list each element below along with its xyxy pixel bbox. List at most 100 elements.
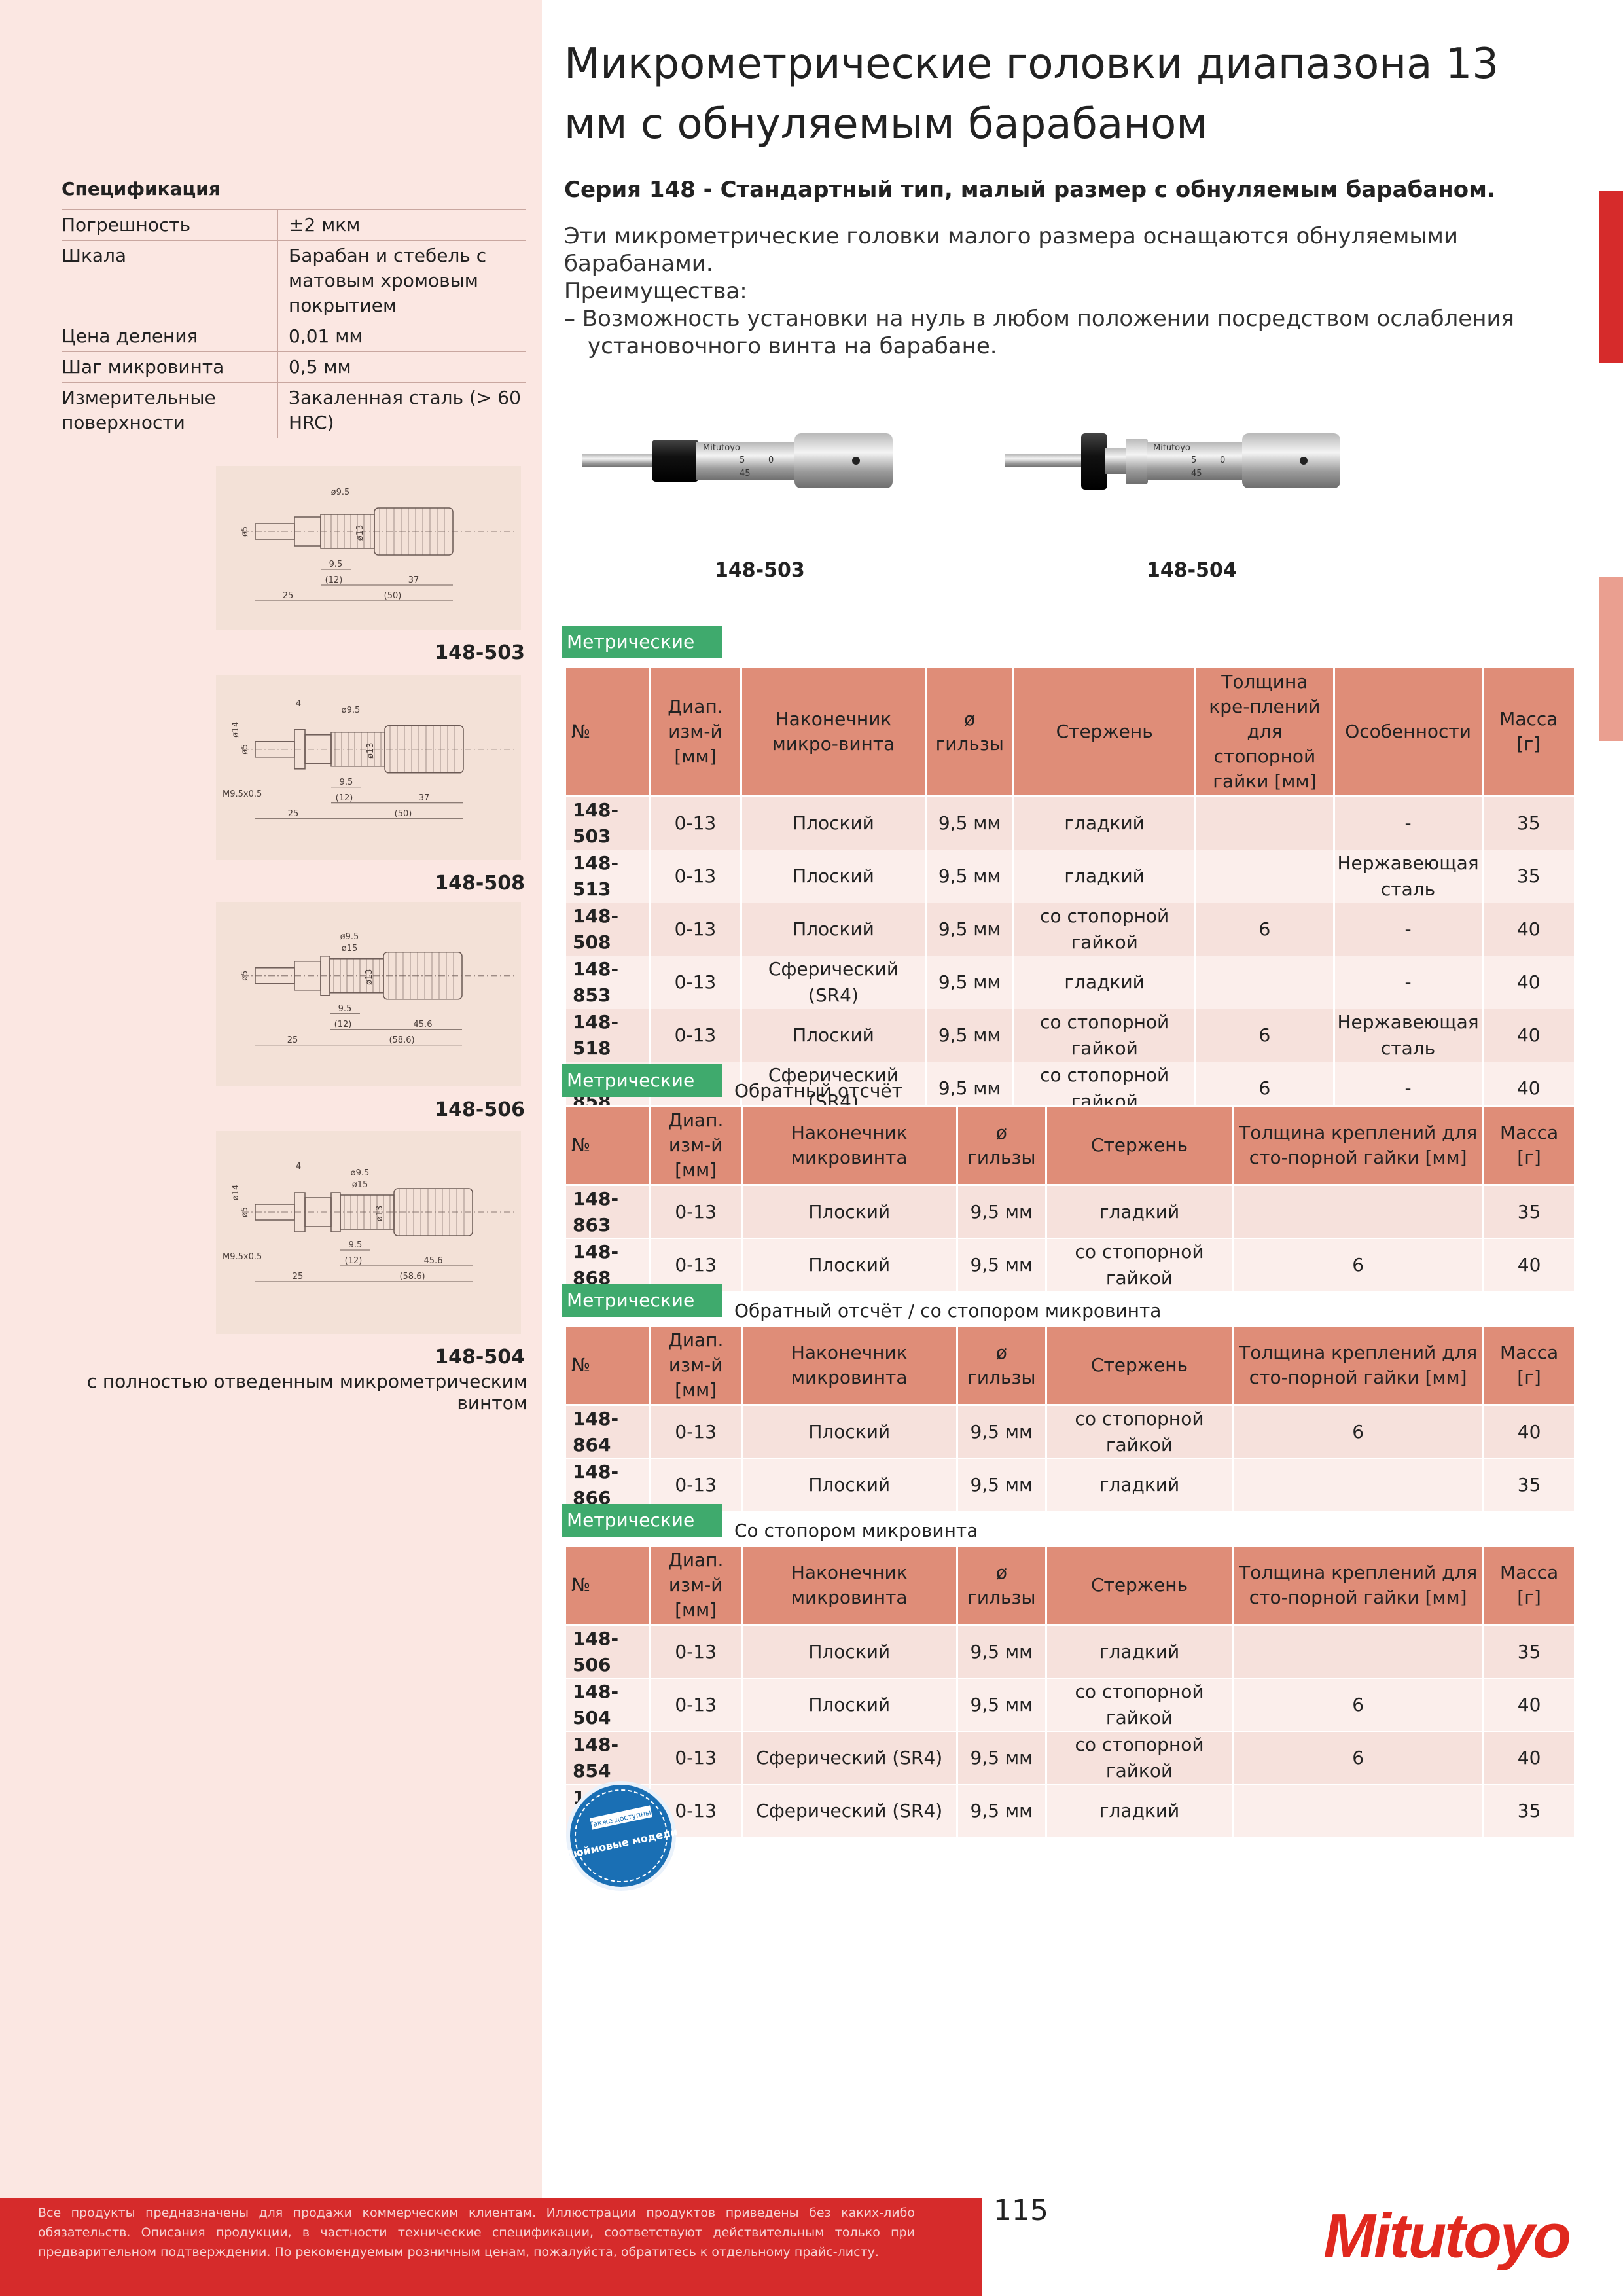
product-code: 148-503: [563, 796, 651, 850]
table-cell: гладкий: [1044, 1624, 1234, 1679]
table-cell: 40: [1482, 1238, 1576, 1292]
table-cell: гладкий: [1044, 1458, 1234, 1512]
dimension-label: M9.5x0.5: [223, 1252, 262, 1262]
table-cell: Нержавеющая сталь: [1332, 1009, 1484, 1062]
photo-scale: 0: [768, 456, 774, 465]
dimension-label: ø13: [355, 525, 365, 541]
table-subtitle: Обратный отсчёт: [734, 1080, 902, 1102]
table-cell: 9,5 мм: [925, 850, 1015, 903]
table-cell: 0-13: [649, 1731, 743, 1785]
dimension-label: ø13: [366, 743, 376, 759]
dimension-label: ø13: [375, 1206, 385, 1222]
dimension-label: 4: [296, 699, 301, 709]
table-cell: 9,5 мм: [955, 1405, 1047, 1459]
dimension-label: ø14: [231, 722, 241, 738]
dimension-label: ø15: [342, 944, 358, 954]
table-cell: 0-13: [649, 1405, 743, 1459]
spec-title: Спецификация: [62, 178, 221, 200]
table-subtitle: Со стопором микровинта: [734, 1520, 978, 1541]
dimension-label: 9.5: [340, 778, 353, 787]
table-cell: 9,5 мм: [955, 1784, 1047, 1838]
column-header: Стержень: [1044, 1105, 1234, 1186]
photo-scale: 45: [740, 469, 751, 478]
dimension-label: 37: [419, 793, 430, 803]
table-cell: 9,5 мм: [925, 903, 1015, 956]
product-code: 148-866: [564, 1458, 651, 1512]
table-cell: со стопорной гайкой: [1012, 1009, 1197, 1062]
table-cell: 6: [1232, 1731, 1485, 1785]
dimension-label: ø9.5: [331, 488, 350, 497]
table-cell: Плоский: [740, 1185, 958, 1239]
table-cell: со стопорной гайкой: [1044, 1731, 1234, 1785]
table-cell: 6: [1194, 1009, 1335, 1062]
photo-brand: Mitutoyo: [1153, 443, 1190, 453]
product-code: 148-864: [564, 1405, 651, 1459]
product-photo-148-503: Mitutoyo 5 45 0: [579, 414, 906, 512]
column-header: ø гильзы: [955, 1105, 1047, 1186]
dimension-label: 9.5: [349, 1240, 363, 1250]
photo-scale: 5: [1191, 456, 1196, 465]
spec-value: ±2 мкм: [277, 209, 526, 241]
photo-scale: 5: [740, 456, 745, 465]
product-code: 148-508: [563, 903, 651, 956]
table-cell: -: [1332, 903, 1484, 956]
column-header: Масса [г]: [1481, 666, 1577, 797]
table-cell: со стопорной гайкой: [1012, 903, 1197, 956]
dimension-label: (58.6): [389, 1035, 414, 1045]
table-cell: 40: [1482, 1731, 1576, 1785]
table-cell: 9,5 мм: [925, 956, 1015, 1009]
column-header: Масса [г]: [1482, 1105, 1576, 1186]
section-tab-active: [1599, 191, 1623, 363]
dimension-label: 9.5: [338, 1004, 352, 1014]
spec-row: Погрешность±2 мкм: [62, 209, 526, 241]
table-cell: [1232, 1624, 1485, 1679]
table-cell: Плоский: [740, 1238, 958, 1292]
brand-logo: Mitutoyo: [1323, 2201, 1571, 2271]
column-header: Толщина креплений для сто-порной гайки […: [1232, 1545, 1485, 1626]
dimension-label: ø13: [365, 969, 374, 986]
column-header: №: [564, 1545, 651, 1626]
table-cell: гладкий: [1012, 796, 1197, 850]
dimension-label: ø14: [231, 1185, 241, 1201]
table-cell: [1194, 956, 1335, 1009]
table-cell: 9,5 мм: [955, 1731, 1047, 1785]
metric-badge: Метрические: [562, 1504, 722, 1537]
column-header: №: [564, 1325, 651, 1406]
table-cell: со стопорной гайкой: [1044, 1405, 1234, 1459]
dimension-label: 45.6: [424, 1256, 443, 1266]
table-cell: 6: [1232, 1238, 1485, 1292]
drawing-label: 148-503: [435, 641, 525, 664]
table-cell: 9,5 мм: [925, 796, 1015, 850]
metric-badge: Метрические: [562, 626, 722, 658]
dimension-label: ø9.5: [342, 706, 361, 715]
spec-value: 0,01 мм: [277, 321, 526, 352]
table-cell: гладкий: [1012, 850, 1197, 903]
series-subtitle: Серия 148 - Стандартный тип, малый разме…: [564, 177, 1495, 203]
drawing-label: 148-504: [435, 1346, 525, 1369]
dimension-label: ø9.5: [351, 1168, 370, 1178]
table-cell: 0-13: [649, 1009, 742, 1062]
table-cell: 9,5 мм: [955, 1678, 1047, 1732]
column-header: Диап. изм-й [мм]: [649, 1325, 743, 1406]
table-cell: 0-13: [649, 1185, 743, 1239]
table-cell: 40: [1482, 1405, 1576, 1459]
table-cell: Сферический (SR4): [740, 1731, 958, 1785]
inch-models-badge[interactable]: Также доступны! Дюймовые модели: [563, 1779, 679, 1893]
page-title: Микрометрические головки диапазона 13 мм…: [564, 40, 1499, 149]
